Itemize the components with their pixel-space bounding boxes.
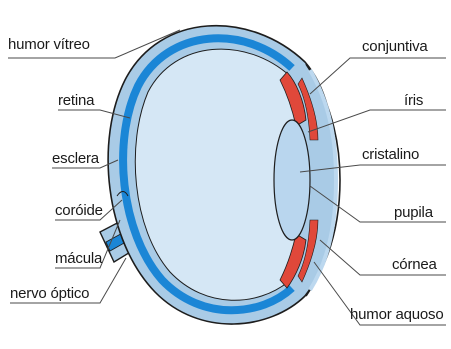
label-nervo-optico: nervo óptico [10,285,89,303]
label-coroide: coróide [55,202,103,220]
label-cornea: córnea [392,256,437,274]
label-humor-vitreo: humor vítreo [8,36,90,54]
label-macula: mácula [55,250,102,268]
label-pupila: pupila [394,204,433,222]
label-esclera: esclera [52,150,99,168]
label-cristalino: cristalino [362,146,419,164]
label-retina: retina [58,92,94,110]
label-humor-aquoso: humor aquoso [350,306,444,324]
lens [274,120,310,240]
label-conjuntiva: conjuntiva [362,38,428,56]
label-iris: íris [404,92,423,110]
